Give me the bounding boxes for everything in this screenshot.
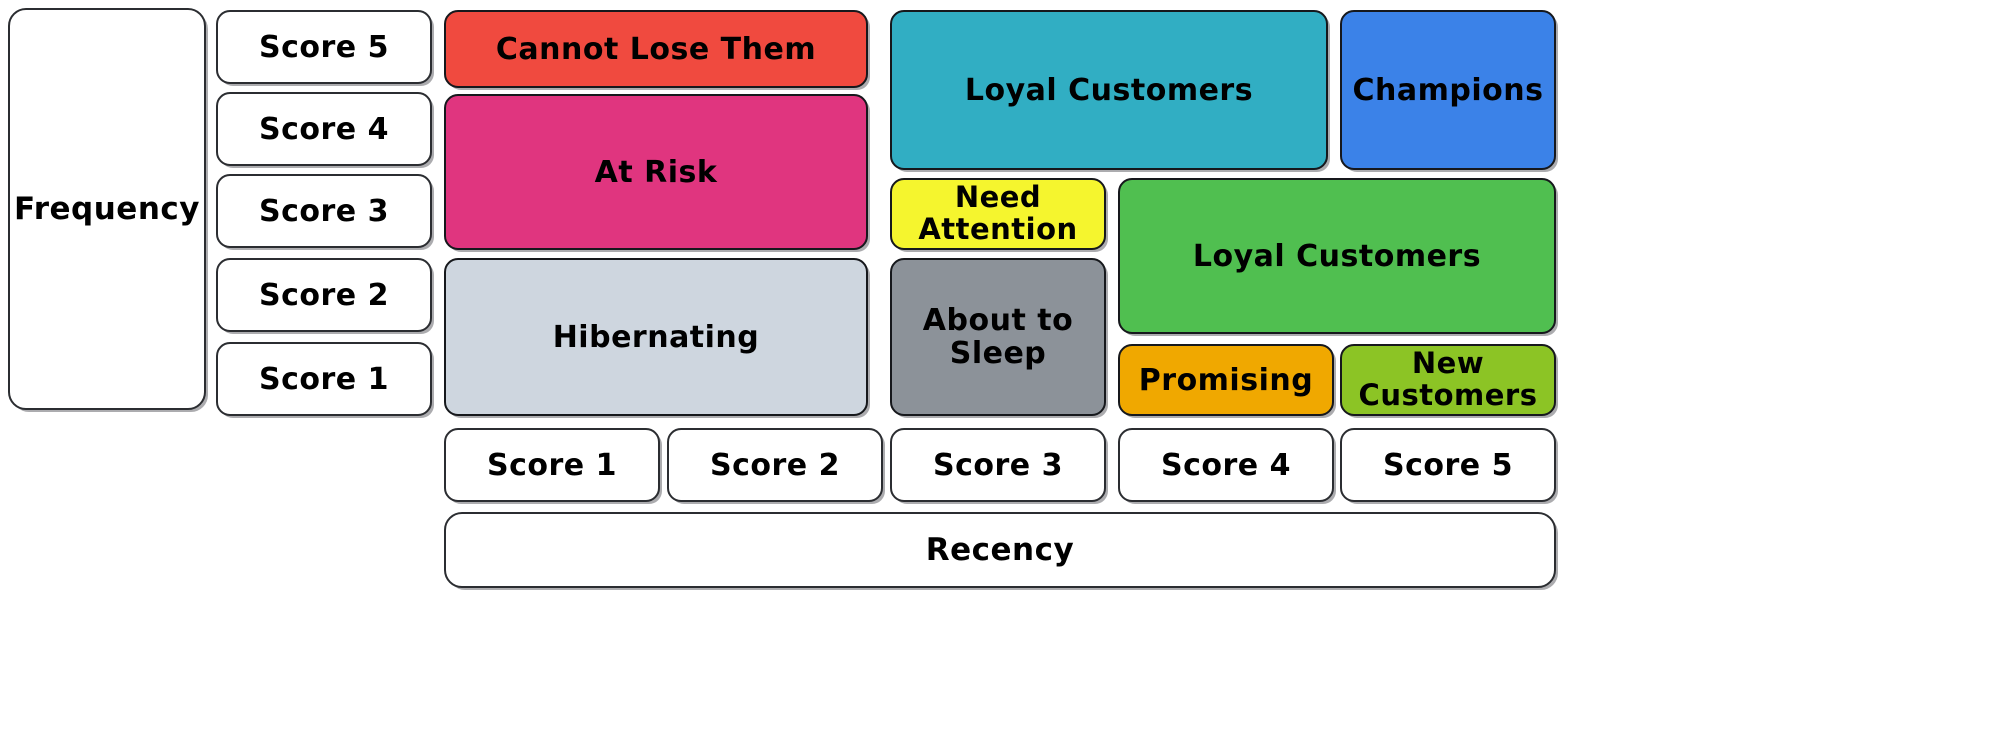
segment-cannot-lose-them[interactable]: Cannot Lose Them bbox=[444, 10, 868, 88]
frequency-score-1[interactable]: Score 1 bbox=[216, 342, 432, 416]
segment-need-attention[interactable]: Need Attention bbox=[890, 178, 1106, 250]
frequency-score-3[interactable]: Score 3 bbox=[216, 174, 432, 248]
segment-loyal-customers-green[interactable]: Loyal Customers bbox=[1118, 178, 1556, 334]
segment-at-risk[interactable]: At Risk bbox=[444, 94, 868, 250]
segment-champions[interactable]: Champions bbox=[1340, 10, 1556, 170]
recency-score-2[interactable]: Score 2 bbox=[667, 428, 883, 502]
frequency-axis-label: Frequency bbox=[8, 8, 206, 410]
recency-axis-label: Recency bbox=[444, 512, 1556, 588]
recency-score-4[interactable]: Score 4 bbox=[1118, 428, 1334, 502]
segment-loyal-customers-teal[interactable]: Loyal Customers bbox=[890, 10, 1328, 170]
recency-score-1[interactable]: Score 1 bbox=[444, 428, 660, 502]
segment-about-to-sleep[interactable]: About to Sleep bbox=[890, 258, 1106, 416]
recency-score-3[interactable]: Score 3 bbox=[890, 428, 1106, 502]
segment-new-customers[interactable]: New Customers bbox=[1340, 344, 1556, 416]
frequency-score-5[interactable]: Score 5 bbox=[216, 10, 432, 84]
frequency-score-2[interactable]: Score 2 bbox=[216, 258, 432, 332]
frequency-score-4[interactable]: Score 4 bbox=[216, 92, 432, 166]
segment-promising[interactable]: Promising bbox=[1118, 344, 1334, 416]
recency-score-5[interactable]: Score 5 bbox=[1340, 428, 1556, 502]
segment-hibernating[interactable]: Hibernating bbox=[444, 258, 868, 416]
